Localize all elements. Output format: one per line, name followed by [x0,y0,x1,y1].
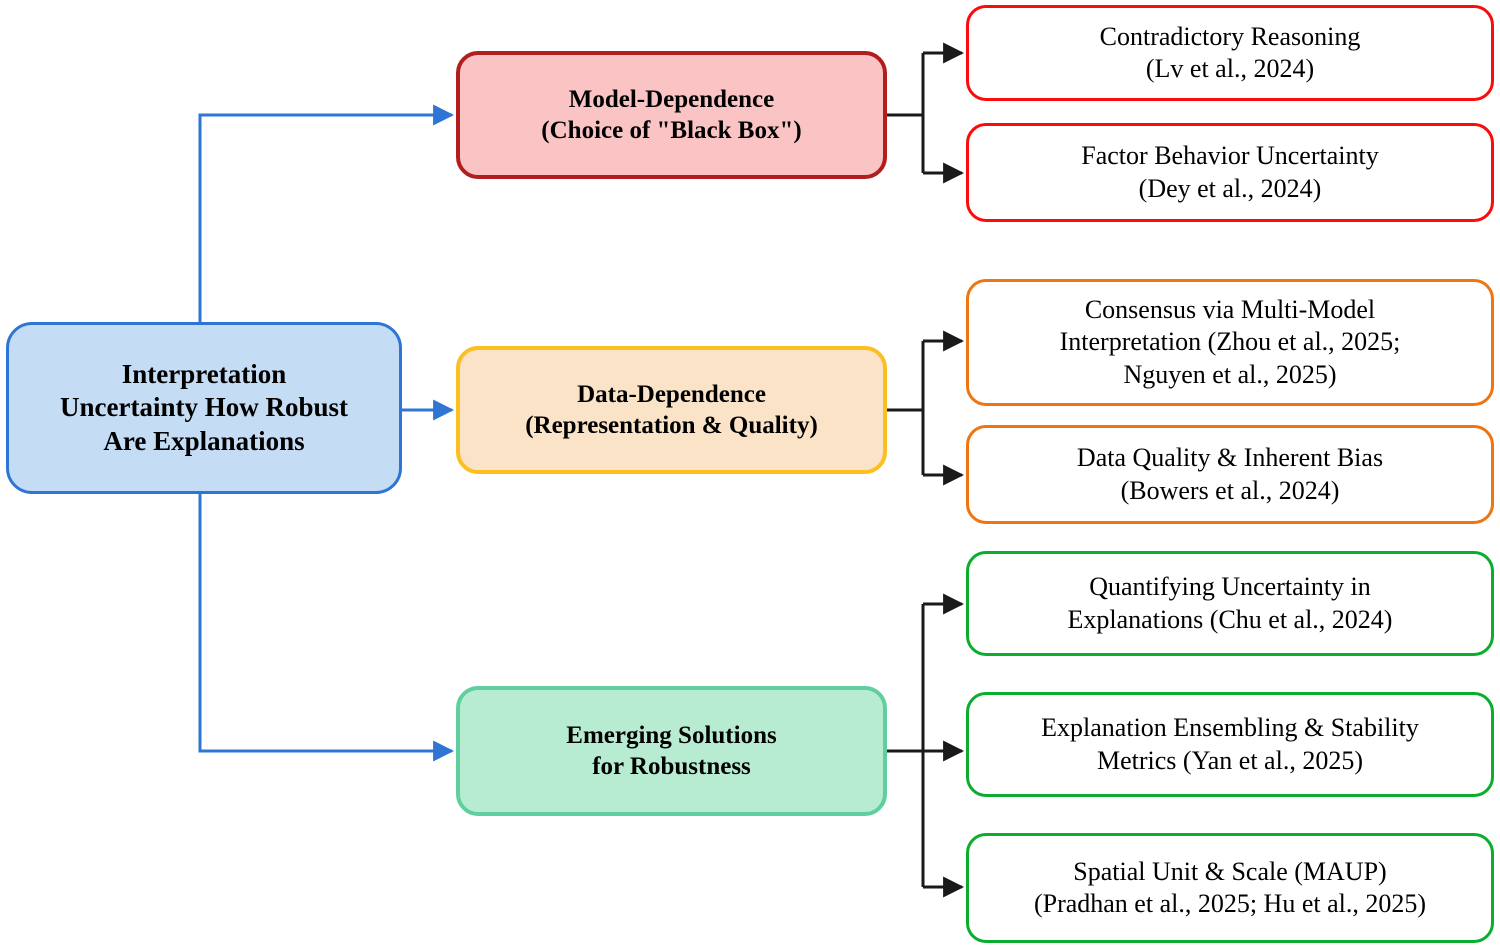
node-leaf-contradictory-reasoning-label: Contradictory Reasoning (Lv et al., 2024… [1099,21,1361,83]
node-leaf-consensus-multi-model[interactable]: Consensus via Multi-Model Interpretation… [966,279,1494,406]
node-category-data-dependence-label: Data-Dependence (Representation & Qualit… [525,381,818,439]
node-category-emerging-solutions-label: Emerging Solutions for Robustness [566,722,777,780]
node-leaf-explanation-ensembling-label: Explanation Ensembling & Stability Metri… [1041,713,1419,775]
node-category-model-dependence[interactable]: Model-Dependence (Choice of "Black Box") [456,51,887,179]
node-leaf-factor-behavior-uncertainty-label: Factor Behavior Uncertainty (Dey et al.,… [1081,141,1379,203]
node-leaf-spatial-unit-scale-maup[interactable]: Spatial Unit & Scale (MAUP) (Pradhan et … [966,833,1494,943]
node-leaf-data-quality-inherent-bias[interactable]: Data Quality & Inherent Bias (Bowers et … [966,425,1494,524]
edge-root-to-emerging-solutions [198,494,455,762]
node-leaf-explanation-ensembling[interactable]: Explanation Ensembling & Stability Metri… [966,692,1494,797]
edge-model-dependence-trunk [887,53,925,173]
node-leaf-quantifying-uncertainty[interactable]: Quantifying Uncertainty in Explanations … [966,551,1494,656]
node-category-emerging-solutions[interactable]: Emerging Solutions for Robustness [456,686,887,816]
node-root-label: Interpretation Uncertainty How Robust Ar… [60,358,348,456]
edge-root-to-model-dependence [198,104,455,322]
node-category-data-dependence[interactable]: Data-Dependence (Representation & Qualit… [456,346,887,474]
node-leaf-data-quality-inherent-bias-label: Data Quality & Inherent Bias (Bowers et … [1076,443,1384,505]
node-leaf-contradictory-reasoning[interactable]: Contradictory Reasoning (Lv et al., 2024… [966,5,1494,101]
node-leaf-spatial-unit-scale-maup-label: Spatial Unit & Scale (MAUP) (Pradhan et … [1033,856,1427,918]
node-category-model-dependence-label: Model-Dependence (Choice of "Black Box") [541,86,802,144]
edge-data-dependence-trunk [887,341,925,475]
node-leaf-quantifying-uncertainty-label: Quantifying Uncertainty in Explanations … [1067,572,1393,634]
node-leaf-consensus-multi-model-label: Consensus via Multi-Model Interpretation… [1059,295,1401,389]
node-leaf-factor-behavior-uncertainty[interactable]: Factor Behavior Uncertainty (Dey et al.,… [966,123,1494,222]
edge-emerging-solutions-trunk [887,604,925,887]
node-root-interpretation-uncertainty[interactable]: Interpretation Uncertainty How Robust Ar… [6,322,402,494]
